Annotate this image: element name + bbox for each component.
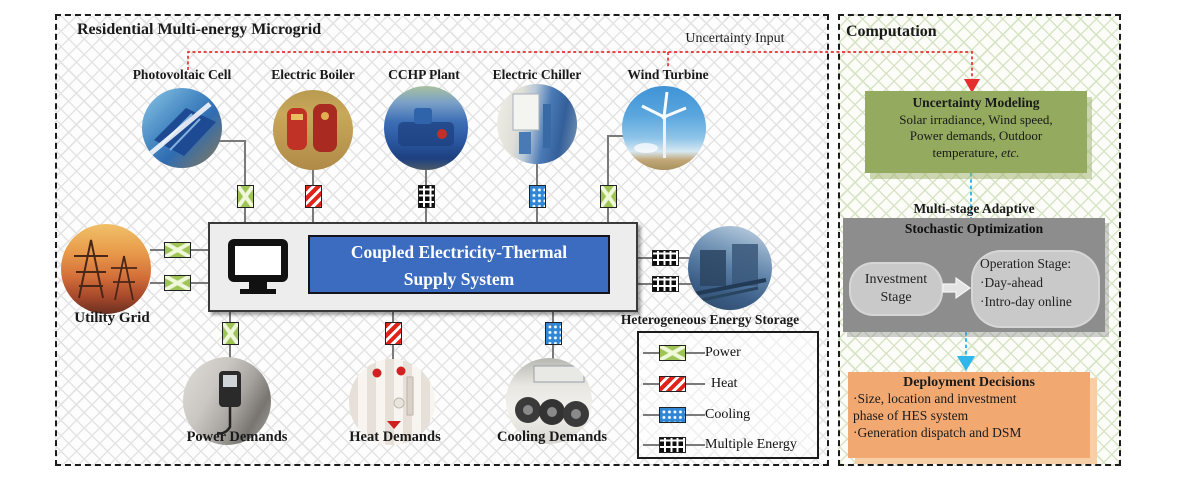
legend-item-heat: Heat [643,373,737,395]
photovoltaic-photo [142,88,222,168]
photovoltaic-cell-label: Photovoltaic Cell [132,67,232,82]
heat-demands-label: Heat Demands [349,429,441,445]
heat-symbol [659,376,686,392]
power-symbol [164,242,191,258]
electric-boiler-label: Electric Boiler [271,67,355,82]
legend-wire [643,344,705,362]
monitor-icon [228,239,288,294]
deployment-line1: ·Size, location and investment [853,391,1017,407]
operation-line3: ·Intro-day online [980,293,1072,309]
electric-chiller-photo [497,84,577,164]
legend-label: Power [705,345,741,360]
utility-grid-label: Utility Grid [74,310,150,326]
legend-wire [643,375,705,393]
deployment-decisions-box: Deployment Decisions ·Size, location and… [848,372,1090,458]
energy-storage-label: Heterogeneous Energy Storage [620,312,800,327]
cchp-plant-photo [384,86,468,170]
coupled-system-line1: Coupled Electricity-Thermal [350,242,568,262]
cooling-demands-label: Cooling Demands [497,429,607,445]
uncertainty-modeling-line3: temperature, etc. [865,145,1087,162]
uncertainty-input-label: Uncertainty Input [685,31,785,46]
legend-label: Heat [711,376,738,391]
multiple-energy-symbol [659,437,686,453]
coupled-system-box: Coupled Electricity-Thermal Supply Syste… [208,222,638,312]
heat-symbol [305,185,322,208]
power-symbol [164,275,191,291]
electric-chiller-label: Electric Chiller [492,67,582,82]
stochastic-optimization-box: Stochastic Optimization Investment Stage… [843,218,1105,332]
power-symbol [659,345,686,361]
uncertainty-modeling-line1: Solar irradiance, Wind speed, [899,111,1053,127]
coupled-system-title: Coupled Electricity-Thermal Supply Syste… [308,235,610,294]
power-symbol [237,185,254,208]
legend-wire [643,436,705,454]
computation-title: Computation [846,23,937,40]
heat-demands-photo [349,359,435,445]
multiple-energy-symbol [418,185,435,208]
line3-etc: etc. [1001,145,1020,161]
legend-item-power: Power [643,342,741,364]
legend-item-cooling: Cooling [643,404,750,426]
energy-storage-photo [688,226,772,310]
investment-line1: Investment [864,271,928,287]
multiple-energy-symbol [652,276,679,292]
legend-wire [643,406,705,424]
utility-grid-photo [61,224,151,314]
cooling-symbol [529,185,546,208]
investment-stage-pill: Investment Stage [849,262,943,316]
optimization-title-line1: Multi-stage Adaptive [913,201,1035,216]
uncertainty-modeling-box: Uncertainty Modeling Solar irradiance, W… [865,91,1087,173]
stage-arrow-icon [942,276,972,300]
investment-line2: Stage [880,290,912,305]
wind-turbine-label: Wind Turbine [627,67,709,82]
uncertainty-modeling-line2: Power demands, Outdoor [909,128,1043,144]
legend-item-multiple-energy: Multiple Energy [643,434,797,456]
deployment-title: Deployment Decisions [903,375,1035,390]
legend-label: Cooling [705,407,751,422]
uncertainty-modeling-title: Uncertainty Modeling [912,95,1040,110]
heat-symbol [385,322,402,345]
legend-box: Power Heat Cooling Multiple Energy [637,331,819,459]
electric-boiler-photo [273,90,353,170]
multiple-energy-symbol [652,250,679,266]
cooling-symbol [545,322,562,345]
power-demands-label: Power Demands [186,429,288,445]
cchp-plant-label: CCHP Plant [388,67,460,82]
power-symbol [600,185,617,208]
operation-stage-pill: Operation Stage: ·Day-ahead ·Intro-day o… [971,250,1100,328]
power-symbol [222,322,239,345]
cooling-demands-photo [506,358,592,444]
cooling-symbol [659,407,686,423]
deployment-line3: ·Generation dispatch and DSM [853,424,1022,440]
wind-turbine-photo [622,86,706,170]
coupled-system-line2: Supply System [403,269,515,290]
power-demands-photo [183,357,271,445]
operation-line1: Operation Stage: [980,256,1072,271]
legend-label: Multiple Energy [705,437,797,452]
microgrid-title: Residential Multi-energy Microgrid [77,21,322,38]
deployment-line2: phase of HES system [853,408,969,424]
line3-text: temperature, [932,145,1002,161]
operation-line2: ·Day-ahead [980,274,1043,290]
optimization-title-line2: Stochastic Optimization [904,221,1044,236]
